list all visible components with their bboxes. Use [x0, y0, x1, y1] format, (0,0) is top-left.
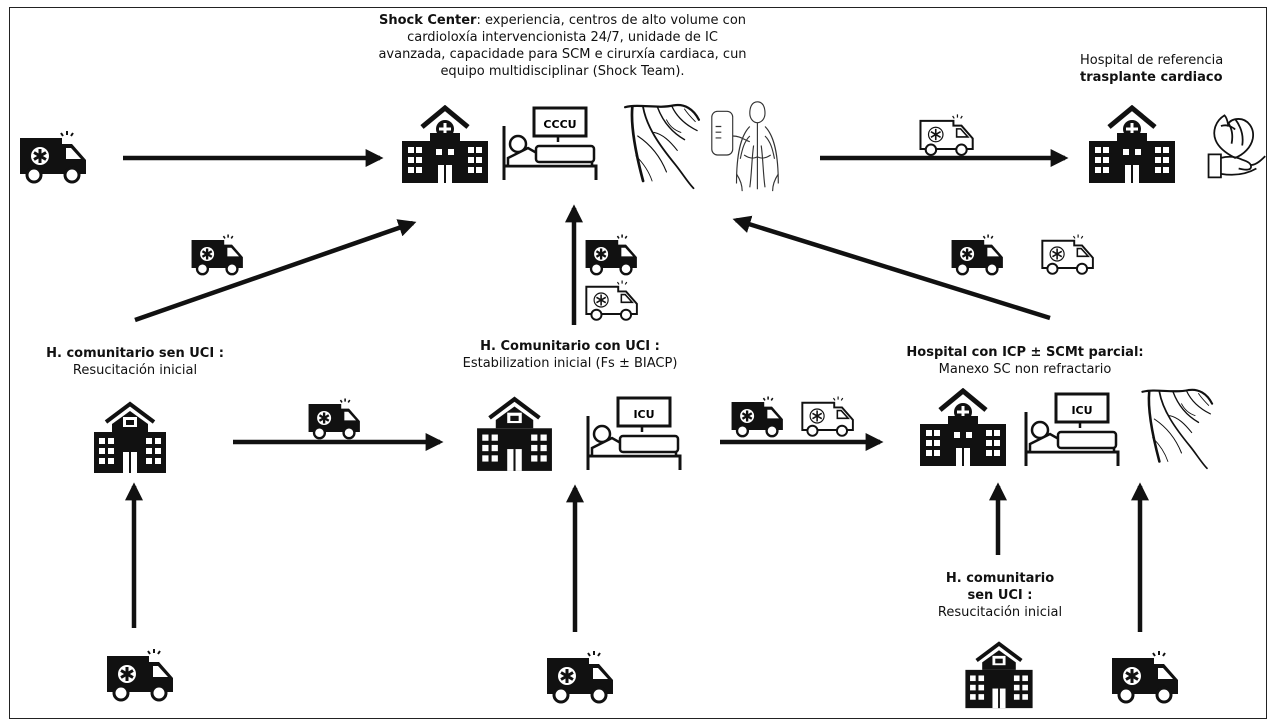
ambulance-icon-diagonal-left	[190, 233, 245, 276]
shock-center-label: Shock Center: experiencia, centros de al…	[330, 12, 795, 80]
cccu-monitor-label: CCCU	[543, 118, 576, 131]
community-with-icu-subtitle: Estabilization inicial (Fs ± BIACP)	[462, 356, 678, 371]
ambulance-icon-bottom-right	[1110, 649, 1180, 704]
transplant-line2: trasplante cardiaco	[1080, 70, 1223, 85]
arrow-left-to-shock-center	[134, 219, 417, 323]
community-with-icu-label: H. Comunitario con UCI : Estabilization …	[420, 338, 720, 372]
ambulance-outline-icon-center-up	[585, 279, 638, 321]
ambulance-icon-middle-right	[730, 395, 785, 438]
transplant-hospital-label: Hospital de referencia trasplante cardia…	[1080, 52, 1272, 86]
shock-center-title: Shock Center	[378, 13, 477, 28]
icu-monitor-label-center: ICU	[633, 408, 654, 421]
coronary-angiography-icon-right	[1141, 388, 1214, 470]
community-no-icu-left-subtitle: Resucitación inicial	[72, 363, 198, 378]
shock-center-desc-1: : experiencia, centros de alto volume co…	[476, 13, 747, 28]
community-hospital-left-icon	[92, 402, 168, 475]
ambulance-icon-center-up	[584, 233, 639, 276]
shock-center-hospital-icon	[402, 108, 488, 183]
shock-center-desc-3: avanzada, capacidade para SCM e cirurxía…	[378, 47, 747, 62]
ambulance-icon-right-up	[950, 233, 1005, 276]
ambulance-icon-bottom-center	[545, 649, 615, 704]
mechanical-support-device-icon	[711, 101, 779, 192]
community-no-icu-left-label: H. comunitario sen UCI : Resucitación in…	[20, 345, 250, 379]
community-no-icu-right-title2: sen UCI :	[967, 588, 1033, 603]
community-hospital-right-icon	[963, 641, 1035, 710]
coronary-angiography-icon	[623, 103, 701, 190]
transplant-line1: Hospital de referencia	[1080, 53, 1224, 68]
community-no-icu-right-title1: H. comunitario	[945, 571, 1055, 586]
heart-hand-icon	[1207, 114, 1267, 179]
community-with-icu-title: H. Comunitario con UCI :	[480, 339, 660, 354]
community-icu-hospital-icon	[477, 399, 552, 471]
community-no-icu-right-subtitle: Resucitación inicial	[937, 605, 1063, 620]
ambulance-icon-bottom-left	[105, 647, 175, 702]
pci-hospital-label: Hospital con ICP ± SCMt parcial: Manexo …	[900, 344, 1150, 378]
community-no-icu-left-title: H. comunitario sen UCI :	[46, 346, 224, 361]
ambulance-outline-icon-top	[919, 113, 974, 156]
shock-center-desc-2: cardioloxía intervencionista 24/7, unida…	[407, 30, 718, 45]
community-no-icu-right-label: H. comunitario sen UCI : Resucitación in…	[915, 570, 1085, 621]
transplant-hospital-icon	[1089, 108, 1175, 183]
shock-center-desc-4: equipo multidisciplinar (Shock Team).	[440, 64, 685, 79]
ambulance-icon-middle-left	[307, 397, 362, 440]
ambulance-outline-icon-middle-right	[801, 395, 854, 437]
pci-hospital-icon	[920, 391, 1006, 466]
ambulance-outline-icon-right-up	[1041, 233, 1094, 275]
ambulance-icon-top-left	[18, 129, 88, 184]
arrow-pci-to-shock-center	[732, 215, 1051, 321]
pci-hospital-title: Hospital con ICP ± SCMt parcial:	[906, 345, 1144, 360]
pci-hospital-subtitle: Manexo SC non refractario	[938, 362, 1112, 377]
icu-monitor-label-right: ICU	[1071, 404, 1092, 417]
